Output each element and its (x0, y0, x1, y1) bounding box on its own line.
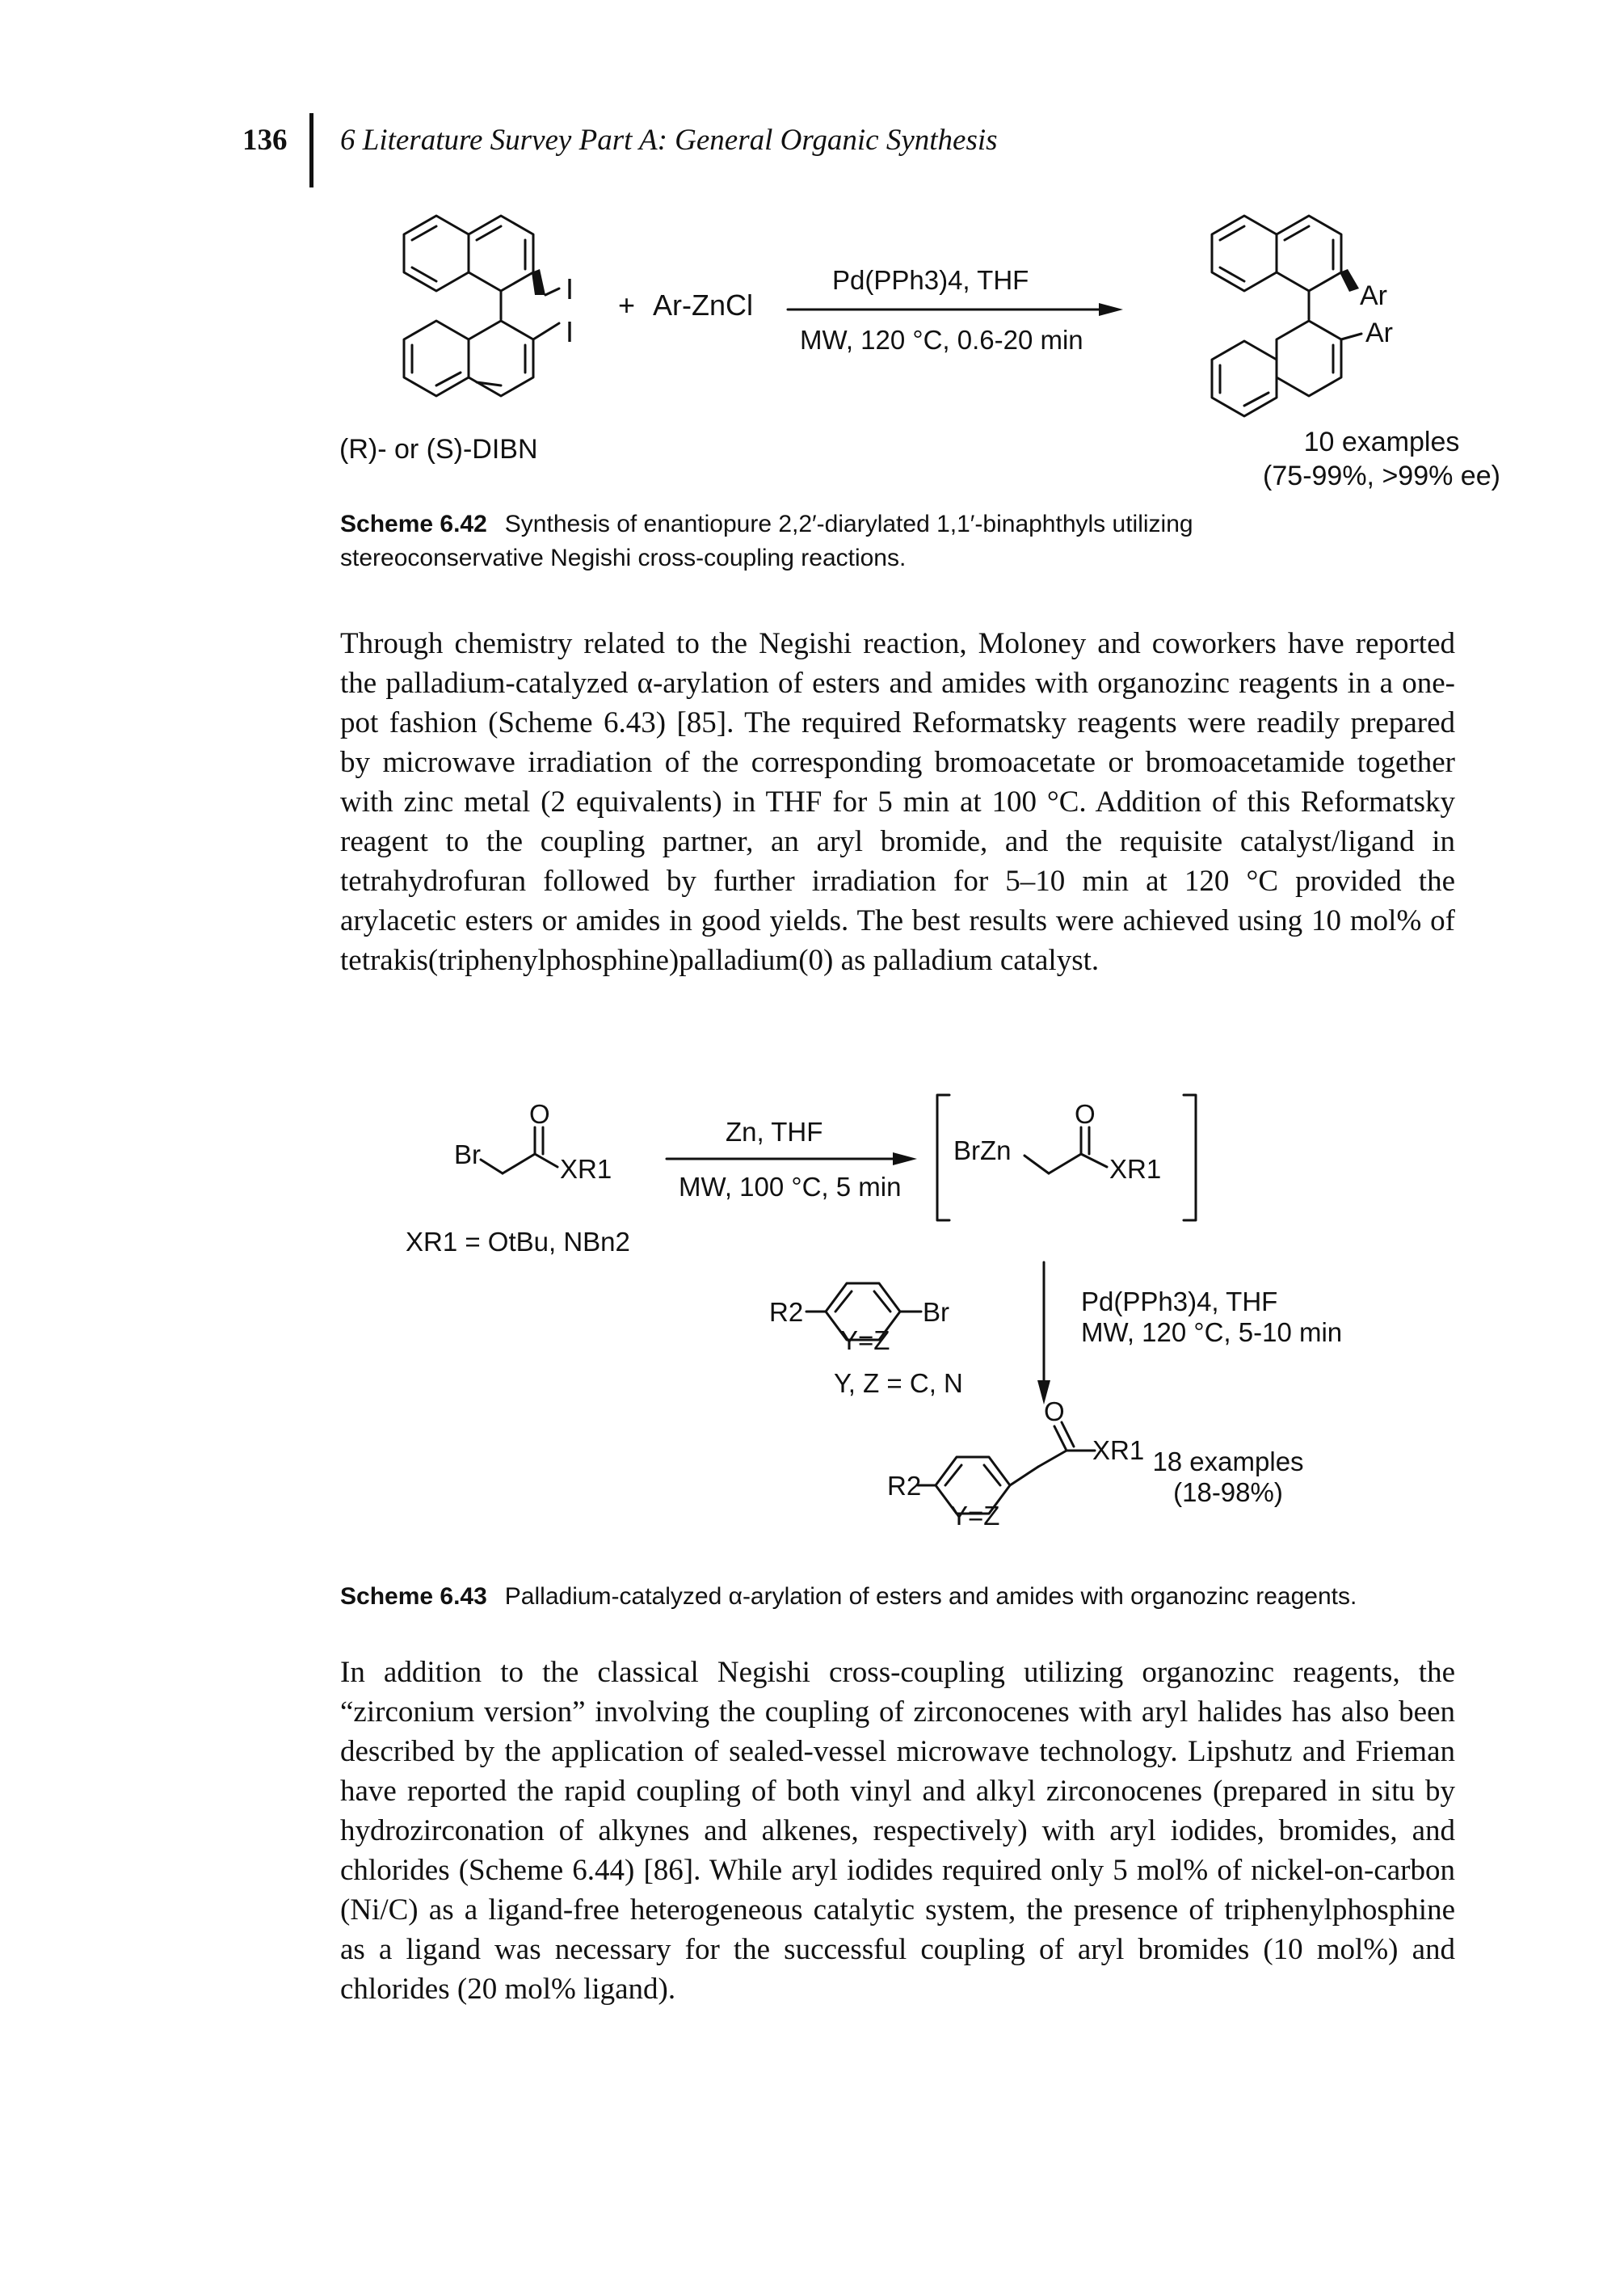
sm-carbonyl-o: O (529, 1099, 550, 1129)
scheme-6-42: I I + Ar-ZnCl Pd(PPh3)4, THF MW, 120 °C,… (339, 214, 1500, 491)
product-ar-bottom: Ar (1365, 318, 1393, 348)
result-yields: (75-99%, >99% ee) (1263, 461, 1500, 491)
product-yz: Y=Z (950, 1501, 999, 1531)
xr-definition: XR1 = OtBu, NBn2 (406, 1227, 630, 1257)
scheme-6-43: Br O XR1 XR1 = OtBu, NBn2 Zn, THF MW, 10… (406, 1093, 1342, 1531)
intermediate-xr: XR1 (1109, 1154, 1161, 1184)
page-number: 136 (242, 124, 288, 157)
dibn-structure (402, 214, 561, 398)
result-examples: 10 examples (1304, 427, 1460, 457)
scheme-6-43-caption: Scheme 6.43 Palladium-catalyzed α-arylati… (340, 1580, 1471, 1614)
aryl-br: Br (923, 1297, 949, 1327)
sm-bromo: Br (454, 1139, 481, 1169)
step2-line2: MW, 120 °C, 5-10 min (1081, 1317, 1342, 1347)
product-carbonyl-o: O (1044, 1396, 1065, 1426)
result-examples: 18 examples (1152, 1447, 1303, 1476)
caption-label: Scheme 6.42 (340, 511, 487, 537)
arylacetyl-product-structure (916, 1421, 1096, 1515)
plus-sign: + (618, 288, 635, 322)
product-ar-top: Ar (1360, 280, 1387, 311)
header-rule (309, 113, 313, 187)
intermediate-brzn: BrZn (953, 1135, 1012, 1165)
aryl-r2: R2 (769, 1297, 803, 1327)
bromoacetyl-structure (479, 1126, 559, 1175)
aryl-bromide-structure (805, 1282, 923, 1341)
conditions-above: Pd(PPh3)4, THF (832, 265, 1029, 295)
aryl-definition: Y, Z = C, N (834, 1368, 963, 1398)
bracket-right (1182, 1093, 1197, 1222)
bracket-left (936, 1093, 951, 1222)
step1-above: Zn, THF (726, 1117, 823, 1147)
reformatsky-structure (1023, 1126, 1109, 1175)
step1-below: MW, 100 °C, 5 min (679, 1172, 901, 1202)
body-paragraph-1: Through chemistry related to the Negishi… (340, 627, 1455, 977)
running-head: 6 Literature Survey Part A: General Orga… (340, 124, 998, 157)
reagent-label: Ar-ZnCl (653, 288, 753, 322)
sm-iodide-bottom: I (566, 315, 574, 348)
caption-text: Palladium-catalyzed α-arylation of ester… (504, 1583, 1357, 1610)
sm-iodide-top: I (566, 272, 574, 305)
sm-xr: XR1 (560, 1154, 612, 1184)
product-r2: R2 (887, 1471, 921, 1501)
step2-line1: Pd(PPh3)4, THF (1081, 1287, 1277, 1316)
aryl-yz: Y=Z (840, 1325, 890, 1355)
sm-label: (R)- or (S)-DIBN (339, 434, 538, 465)
product-structure (1210, 214, 1363, 418)
caption-label: Scheme 6.43 (340, 1583, 487, 1610)
body-paragraph-2: In addition to the classical Negishi cro… (340, 1656, 1455, 2006)
conditions-below: MW, 120 °C, 0.6-20 min (800, 325, 1083, 355)
intermediate-carbonyl-o: O (1075, 1099, 1096, 1129)
result-yields: (18-98%) (1173, 1477, 1283, 1507)
product-xr: XR1 (1092, 1435, 1144, 1465)
caption-text: Synthesis of enantiopure 2,2′-diarylated… (340, 511, 1193, 571)
